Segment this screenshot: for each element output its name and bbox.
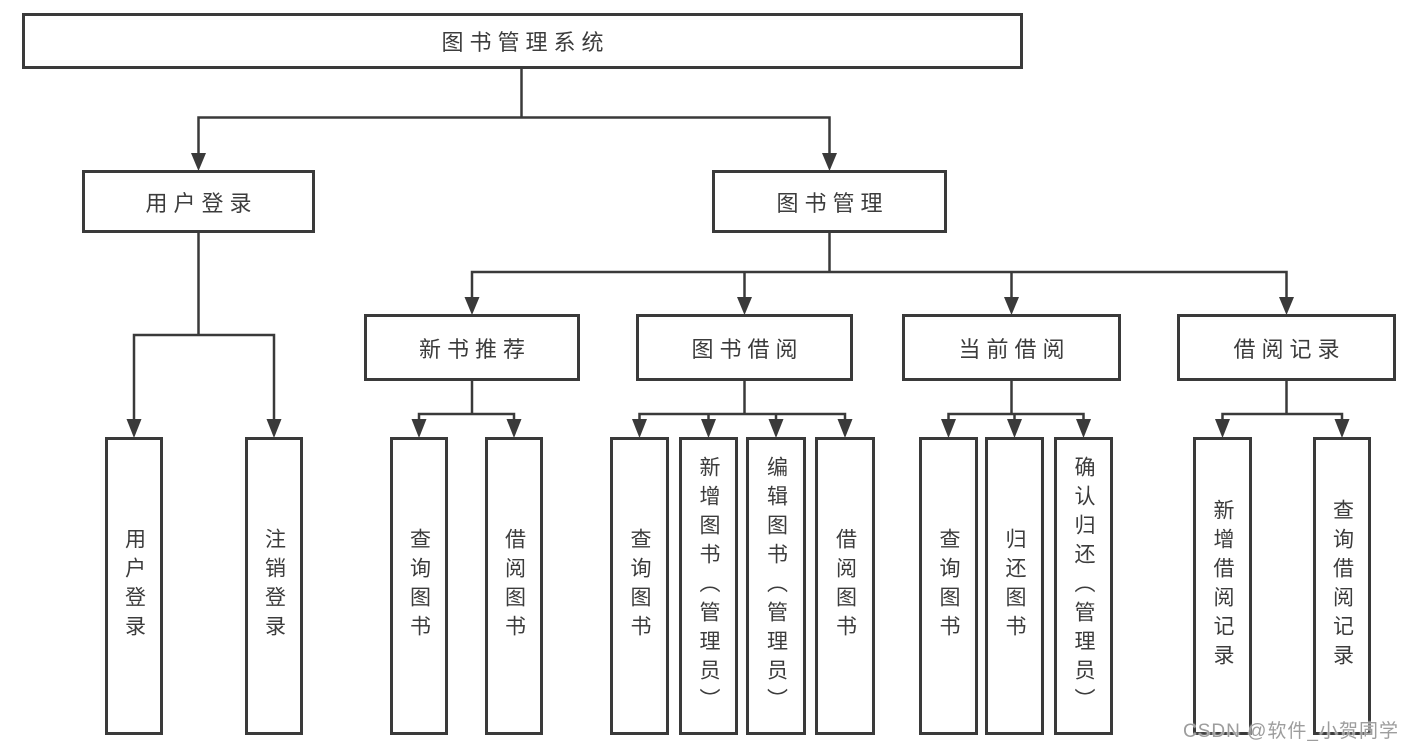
leaf-query-books-borrowing-label: 查询图书: [628, 528, 651, 644]
leaf-add-books-admin: 新增图书（管理员）: [679, 437, 738, 735]
leaf-edit-books-admin-label: 编辑图书（管理员）: [764, 455, 788, 717]
leaf-add-borrow-record-label: 新增借阅记录: [1211, 499, 1234, 673]
leaf-user-login-label: 用户登录: [122, 528, 146, 644]
node-user-login-label: 用户登录: [145, 190, 258, 216]
leaf-edit-books-admin: 编辑图书（管理员）: [746, 437, 806, 735]
leaf-query-borrow-record-label: 查询借阅记录: [1330, 499, 1354, 673]
leaf-borrow-books-label: 借阅图书: [833, 528, 857, 644]
node-root-system: 图书管理系统: [22, 13, 1023, 69]
node-book-management: 图书管理: [712, 170, 947, 233]
node-user-login: 用户登录: [82, 170, 315, 233]
node-new-book-recommend: 新书推荐: [364, 314, 580, 381]
leaf-borrow-books-recommend-label: 借阅图书: [502, 528, 526, 644]
leaf-confirm-return-admin: 确认归还（管理员）: [1054, 437, 1113, 735]
leaf-add-borrow-record: 新增借阅记录: [1193, 437, 1252, 735]
node-book-borrowing: 图书借阅: [636, 314, 853, 381]
leaf-user-login: 用户登录: [105, 437, 163, 735]
leaf-query-books-recommend-label: 查询图书: [407, 528, 431, 644]
leaf-borrow-books-recommend: 借阅图书: [485, 437, 543, 735]
leaf-logout-label: 注销登录: [262, 528, 286, 644]
node-new-book-recommend-label: 新书推荐: [418, 336, 531, 362]
node-current-borrowing: 当前借阅: [902, 314, 1121, 381]
leaf-query-books-current-label: 查询图书: [937, 528, 960, 644]
leaf-query-books-current: 查询图书: [919, 437, 978, 735]
node-borrowing-records: 借阅记录: [1177, 314, 1396, 381]
leaf-borrow-books: 借阅图书: [815, 437, 875, 735]
leaf-return-books-label: 归还图书: [1003, 528, 1026, 644]
node-borrowing-records-label: 借阅记录: [1233, 336, 1346, 362]
node-book-management-label: 图书管理: [776, 190, 889, 216]
leaf-logout: 注销登录: [245, 437, 303, 735]
node-root-label: 图书管理系统: [441, 30, 610, 55]
watermark: CSDN @软件_小贺同学: [1183, 721, 1399, 742]
node-book-borrowing-label: 图书借阅: [691, 336, 804, 362]
leaf-return-books: 归还图书: [985, 437, 1044, 735]
leaf-confirm-return-admin-label: 确认归还（管理员）: [1072, 455, 1095, 717]
leaf-query-books-recommend: 查询图书: [390, 437, 448, 735]
leaf-query-books-borrowing: 查询图书: [610, 437, 669, 735]
leaf-add-books-admin-label: 新增图书（管理员）: [697, 455, 720, 717]
node-current-borrowing-label: 当前借阅: [958, 336, 1071, 362]
leaf-query-borrow-record: 查询借阅记录: [1313, 437, 1371, 735]
